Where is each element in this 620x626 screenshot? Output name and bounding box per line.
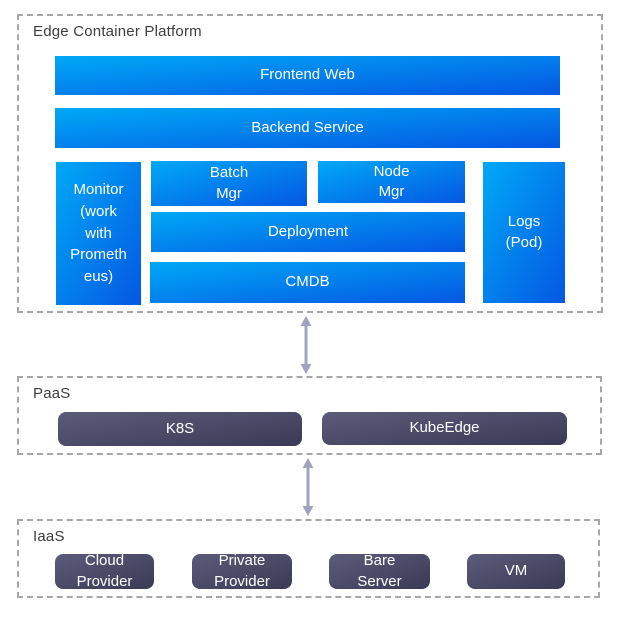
iaas-group: IaaS Cloud Provider Private Provider Bar… — [17, 519, 600, 598]
logs-box: Logs (Pod) — [483, 162, 565, 303]
batch-mgr-box: Batch Mgr — [151, 161, 307, 206]
deployment-box: Deployment — [151, 212, 465, 252]
paas-iaas-arrow-icon — [302, 458, 314, 516]
ecp-paas-arrow-icon — [300, 316, 312, 374]
paas-title: PaaS — [33, 385, 71, 402]
cloud-provider-box: Cloud Provider — [55, 552, 154, 590]
backend-service-box: Backend Service — [55, 108, 560, 148]
k8s-box: K8S — [58, 412, 302, 446]
iaas-title: IaaS — [33, 528, 65, 545]
cmdb-box: CMDB — [150, 262, 465, 303]
kubeedge-box: KubeEdge — [322, 412, 567, 445]
frontend-web-box: Frontend Web — [55, 56, 560, 95]
monitor-box: Monitor (work with Prometh eus) — [56, 162, 141, 305]
edge-container-platform-group: Edge Container Platform Frontend Web Bac… — [17, 14, 603, 313]
node-mgr-box: Node Mgr — [318, 161, 465, 203]
bare-server-box: Bare Server — [329, 552, 430, 590]
vm-box: VM — [467, 554, 565, 589]
edge-container-platform-title: Edge Container Platform — [33, 23, 202, 40]
private-provider-box: Private Provider — [192, 552, 292, 590]
paas-group: PaaS K8S KubeEdge — [17, 376, 602, 455]
